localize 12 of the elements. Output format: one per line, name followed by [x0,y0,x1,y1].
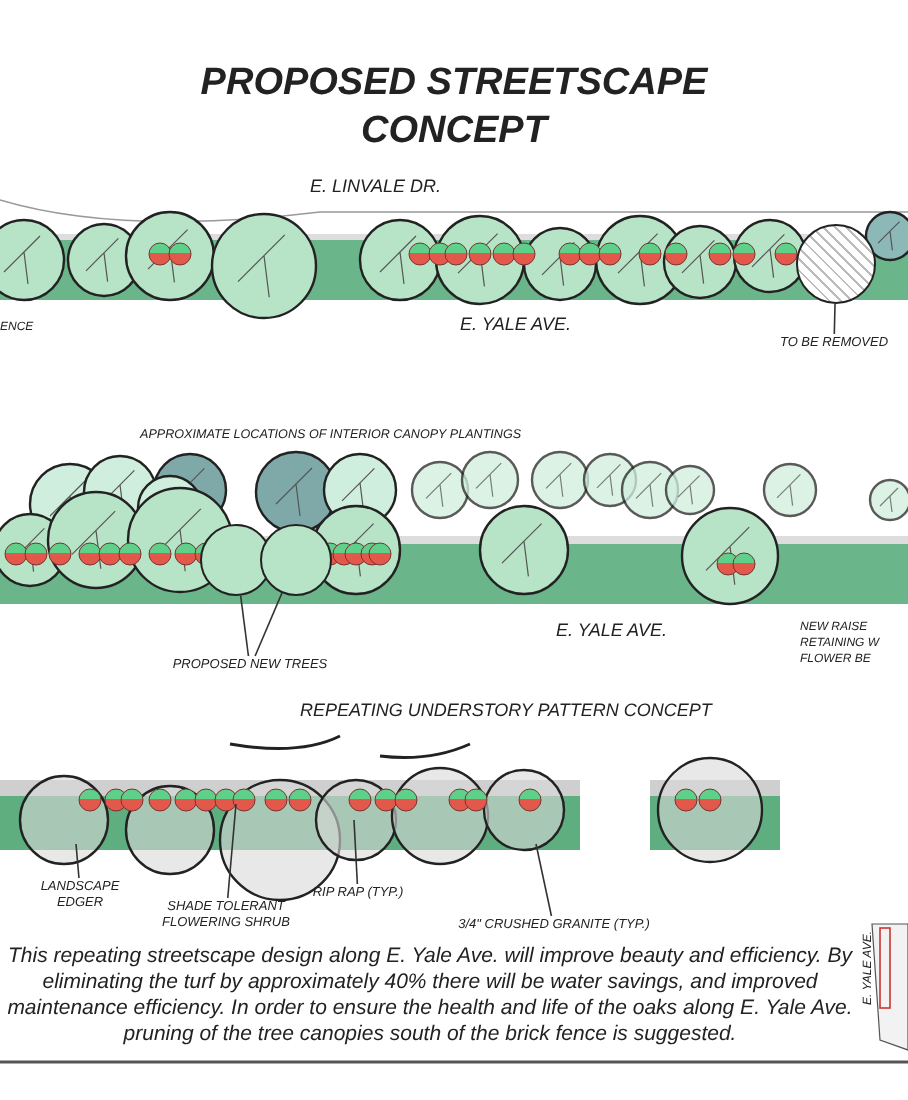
leader-line [75,843,80,879]
section-heading: REPEATING UNDERSTORY PATTERN CONCEPT [300,700,715,722]
road-label: E. YALE AVE. [460,314,574,336]
title: PROPOSED STREETSCAPE CONCEPT [200,60,708,156]
road-label: E. YALE AVE. [556,620,670,642]
leader-line [226,803,237,899]
leader-line [833,303,836,335]
caption-paragraph: This repeating streetscape design along E. Yale Ave. will improve beauty and efficiency. By eliminating the turf by approximately 40% there will be water savings, and improved maintenance efficiency. In order to ensure the health and life of the oaks along E. Yale Ave. pruning of the tree canopies south of the brick fence is suggested. [5,944,855,1048]
road-label: E. LINVALE DR. [310,176,444,198]
leader-line [239,594,250,657]
leader-line [254,592,283,657]
leader-line [535,843,553,917]
